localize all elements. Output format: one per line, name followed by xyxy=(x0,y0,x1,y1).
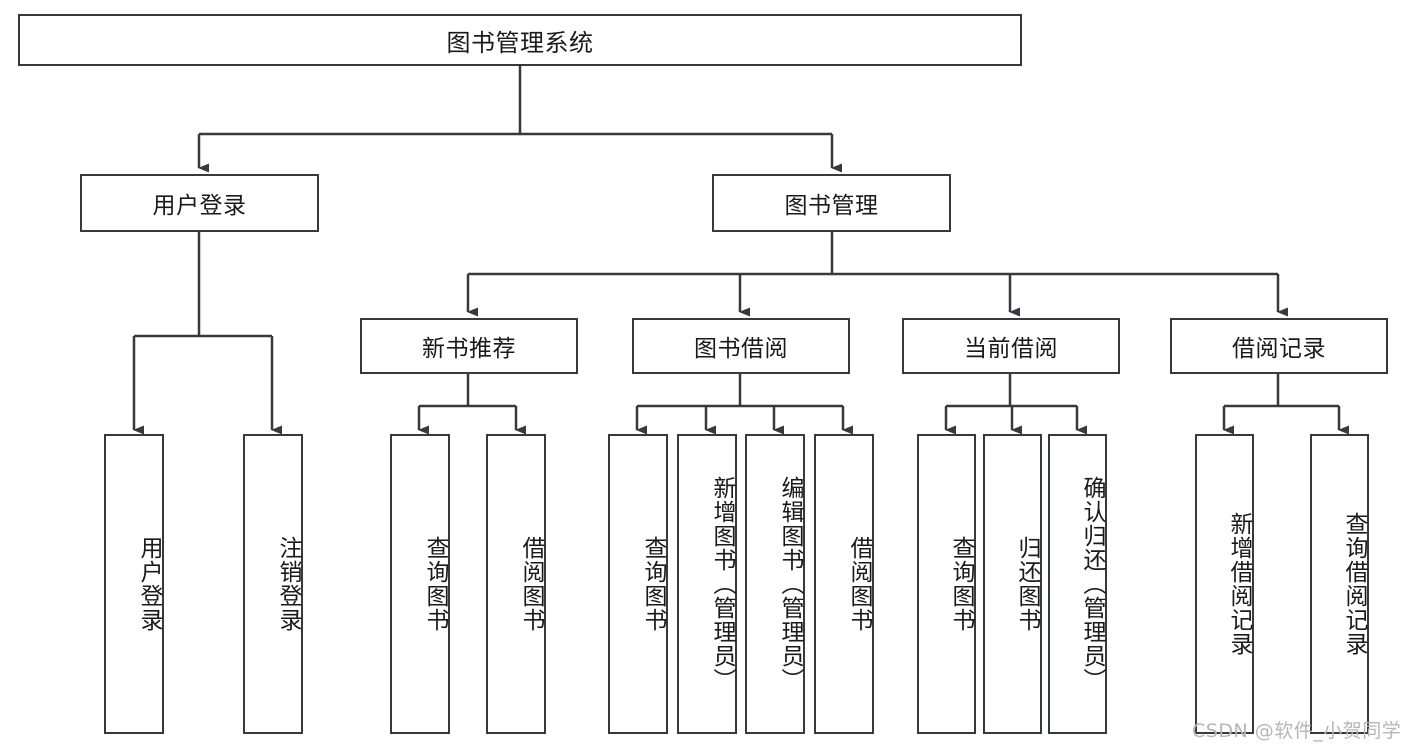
node-label: 查询借阅记录 xyxy=(1341,512,1367,656)
node-label: 归还图书 xyxy=(1014,536,1040,632)
node-label: 当前借阅 xyxy=(964,336,1058,362)
leaf-query-book-3[interactable]: 查询图书 xyxy=(917,434,976,734)
leaf-borrow-book-2[interactable]: 借阅图书 xyxy=(814,434,874,734)
leaf-add-book[interactable]: 新增图书（管理员） xyxy=(677,434,737,734)
leaf-add-record[interactable]: 新增借阅记录 xyxy=(1195,434,1254,734)
leaf-borrow-book-1[interactable]: 借阅图书 xyxy=(486,434,546,734)
node-root-system[interactable]: 图书管理系统 xyxy=(18,14,1022,66)
node-user-login[interactable]: 用户登录 xyxy=(80,174,319,232)
node-label: 新增借阅记录 xyxy=(1226,512,1252,656)
leaf-return-book[interactable]: 归还图书 xyxy=(983,434,1042,734)
node-label: 查询图书 xyxy=(422,536,448,632)
node-current-borrow[interactable]: 当前借阅 xyxy=(902,318,1120,374)
node-label: 借阅记录 xyxy=(1232,336,1326,362)
node-label: 编辑图书（管理员） xyxy=(777,476,803,692)
node-book-borrow[interactable]: 图书借阅 xyxy=(632,318,850,374)
node-label: 图书借阅 xyxy=(694,336,788,362)
node-new-book-recommend[interactable]: 新书推荐 xyxy=(360,318,578,374)
node-label: 新增图书（管理员） xyxy=(709,476,735,692)
node-label: 查询图书 xyxy=(948,536,974,632)
node-label: 图书管理 xyxy=(784,193,879,219)
node-label: 注销登录 xyxy=(275,536,301,632)
node-borrow-record[interactable]: 借阅记录 xyxy=(1170,318,1388,374)
node-label: 查询图书 xyxy=(640,536,666,632)
node-label: 新书推荐 xyxy=(422,336,516,362)
leaf-query-book-2[interactable]: 查询图书 xyxy=(608,434,668,734)
leaf-edit-book[interactable]: 编辑图书（管理员） xyxy=(745,434,805,734)
node-label: 借阅图书 xyxy=(846,536,872,632)
leaf-user-login[interactable]: 用户登录 xyxy=(104,434,164,734)
node-label: 确认归还（管理员） xyxy=(1079,476,1105,692)
node-label: 图书管理系统 xyxy=(446,28,594,57)
leaf-logout-login[interactable]: 注销登录 xyxy=(243,434,303,734)
leaf-query-record[interactable]: 查询借阅记录 xyxy=(1310,434,1369,734)
node-book-management[interactable]: 图书管理 xyxy=(712,174,951,232)
node-label: 借阅图书 xyxy=(518,536,544,632)
leaf-confirm-return[interactable]: 确认归还（管理员） xyxy=(1048,434,1107,734)
node-label: 用户登录 xyxy=(136,536,162,632)
csdn-watermark: CSDN @软件_小贺同学 xyxy=(1192,720,1402,742)
leaf-query-book-1[interactable]: 查询图书 xyxy=(390,434,450,734)
node-label: 用户登录 xyxy=(152,193,247,219)
